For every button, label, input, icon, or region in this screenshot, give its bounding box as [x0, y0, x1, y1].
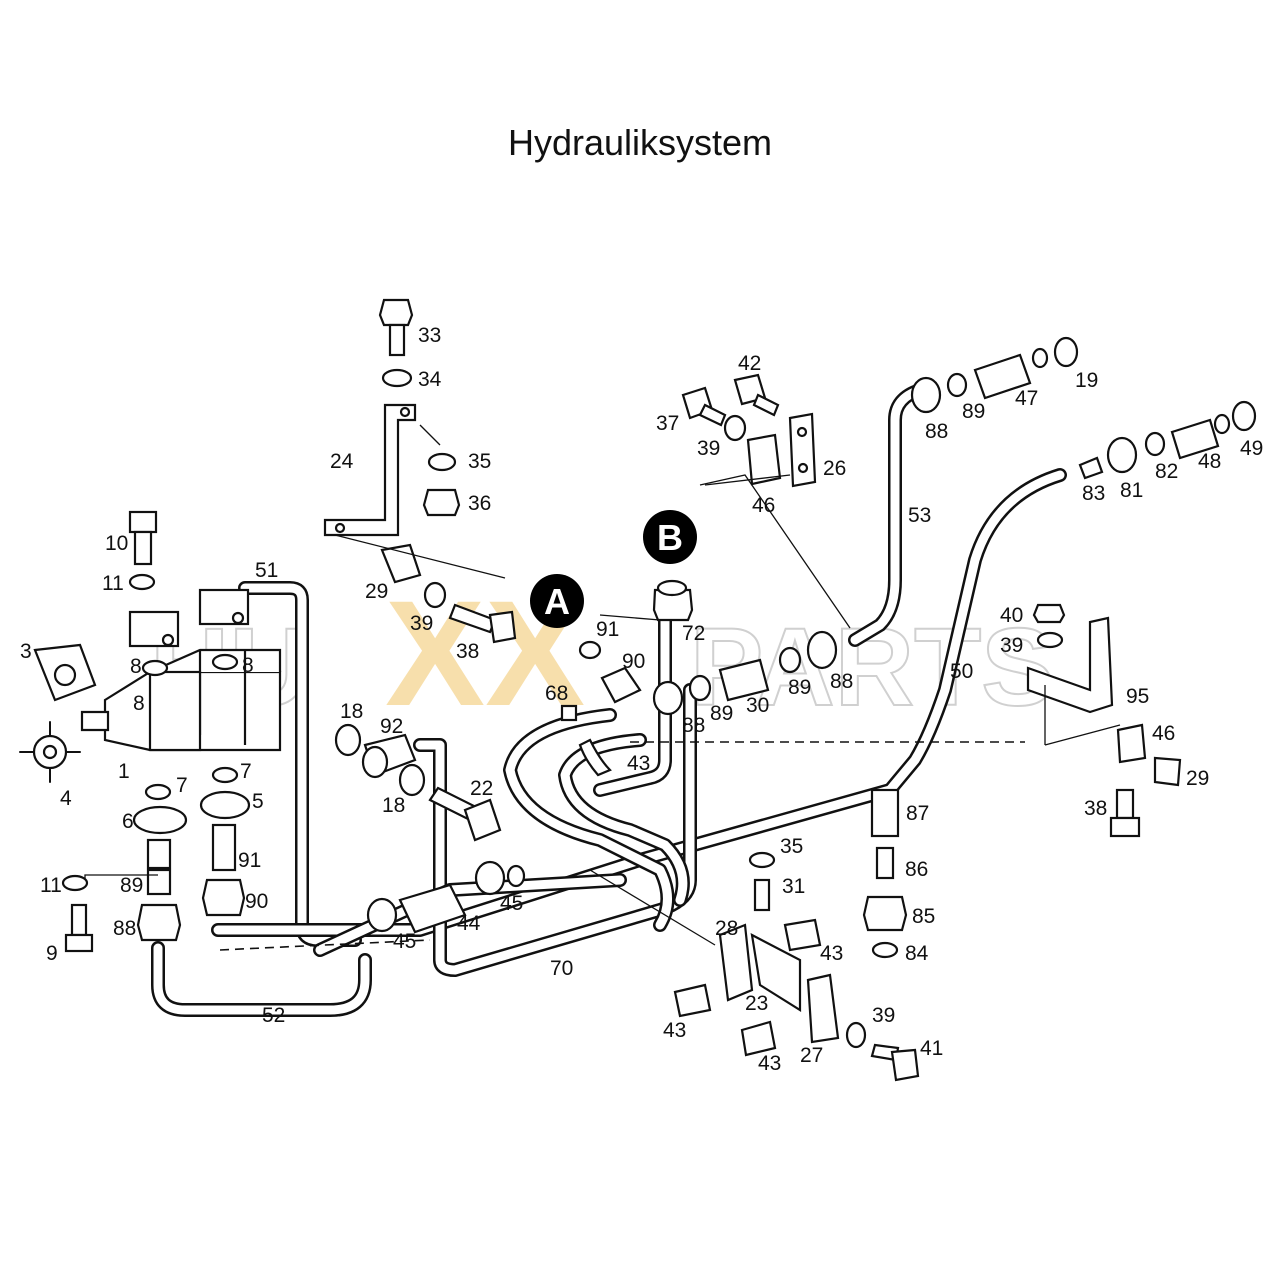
label-87: 87	[906, 802, 929, 825]
label-8c: 8	[133, 692, 145, 715]
label-45b: 45	[500, 892, 523, 915]
label-43d: 43	[758, 1052, 781, 1075]
marker-a-label: A	[544, 581, 570, 622]
label-85: 85	[912, 905, 935, 928]
label-90b: 90	[245, 890, 268, 913]
label-31: 31	[782, 875, 805, 898]
label-39b: 39	[697, 437, 720, 460]
label-30: 30	[746, 694, 769, 717]
label-91b: 91	[238, 849, 261, 872]
label-43b: 43	[820, 942, 843, 965]
label-33: 33	[418, 324, 441, 347]
label-19: 19	[1075, 369, 1098, 392]
label-24: 24	[330, 450, 354, 473]
label-8b: 8	[242, 654, 254, 677]
label-46b: 46	[1152, 722, 1175, 745]
label-8a: 8	[130, 655, 142, 678]
label-11b: 11	[40, 874, 62, 897]
label-39a: 39	[410, 612, 433, 635]
label-44: 44	[457, 912, 481, 935]
label-38a: 38	[456, 640, 479, 663]
label-86: 86	[905, 858, 928, 881]
label-42: 42	[738, 352, 761, 375]
label-68: 68	[545, 682, 568, 705]
label-45a: 45	[393, 930, 416, 953]
label-7a: 7	[176, 774, 188, 797]
label-53: 53	[908, 504, 931, 527]
label-23: 23	[745, 992, 768, 1015]
label-29a: 29	[365, 580, 388, 603]
label-91a: 91	[596, 618, 619, 641]
label-9: 9	[46, 942, 58, 965]
label-26: 26	[823, 457, 846, 480]
label-89c: 89	[710, 702, 733, 725]
label-43a: 43	[627, 752, 650, 775]
label-39c: 39	[1000, 634, 1023, 657]
label-39d: 39	[872, 1004, 895, 1027]
part-labels: 1 3 4 5 6 7 7 8 8 8 9 10 11 11 18 18 19 …	[20, 324, 1263, 1075]
marker-b-label: B	[657, 517, 683, 558]
label-46a: 46	[752, 494, 775, 517]
label-34: 34	[418, 368, 442, 391]
label-83: 83	[1082, 482, 1105, 505]
label-81: 81	[1120, 479, 1143, 502]
label-22: 22	[470, 777, 493, 800]
label-88d: 88	[113, 917, 136, 940]
label-49: 49	[1240, 437, 1263, 460]
label-82: 82	[1155, 460, 1178, 483]
label-28: 28	[715, 917, 738, 940]
label-70: 70	[550, 957, 573, 980]
label-6: 6	[122, 810, 134, 833]
label-89a: 89	[962, 400, 985, 423]
label-36: 36	[468, 492, 491, 515]
label-18b: 18	[382, 794, 405, 817]
label-72: 72	[682, 622, 705, 645]
label-50: 50	[950, 660, 973, 683]
label-95: 95	[1126, 685, 1149, 708]
label-84: 84	[905, 942, 929, 965]
label-3: 3	[20, 640, 32, 663]
label-47: 47	[1015, 387, 1038, 410]
label-51: 51	[255, 559, 278, 582]
label-7b: 7	[240, 760, 252, 783]
label-92: 92	[380, 715, 403, 738]
label-35b: 35	[780, 835, 803, 858]
marker-a: A	[530, 574, 584, 628]
label-41: 41	[920, 1037, 943, 1060]
label-90a: 90	[622, 650, 645, 673]
label-48: 48	[1198, 450, 1221, 473]
label-27: 27	[800, 1044, 823, 1067]
label-11a: 11	[102, 572, 124, 595]
label-18a: 18	[340, 700, 363, 723]
label-4: 4	[60, 787, 72, 810]
label-1: 1	[118, 760, 130, 783]
label-88a: 88	[925, 420, 948, 443]
marker-b: B	[643, 510, 697, 564]
label-89d: 89	[120, 874, 143, 897]
label-10: 10	[105, 532, 128, 555]
page-title: Hydrauliksystem	[507, 122, 773, 163]
hydraulic-pump	[19, 588, 282, 783]
label-89b: 89	[788, 676, 811, 699]
fittings	[61, 298, 1257, 1082]
label-88c: 88	[682, 714, 705, 737]
label-35a: 35	[468, 450, 491, 473]
label-52: 52	[262, 1004, 285, 1027]
label-5: 5	[252, 790, 264, 813]
label-88b: 88	[830, 670, 853, 693]
label-43c: 43	[663, 1019, 686, 1042]
pipes	[151, 383, 1067, 1017]
label-40: 40	[1000, 604, 1023, 627]
label-38b: 38	[1084, 797, 1107, 820]
leader-lines	[84, 424, 1121, 951]
label-29b: 29	[1186, 767, 1209, 790]
label-37: 37	[656, 412, 679, 435]
